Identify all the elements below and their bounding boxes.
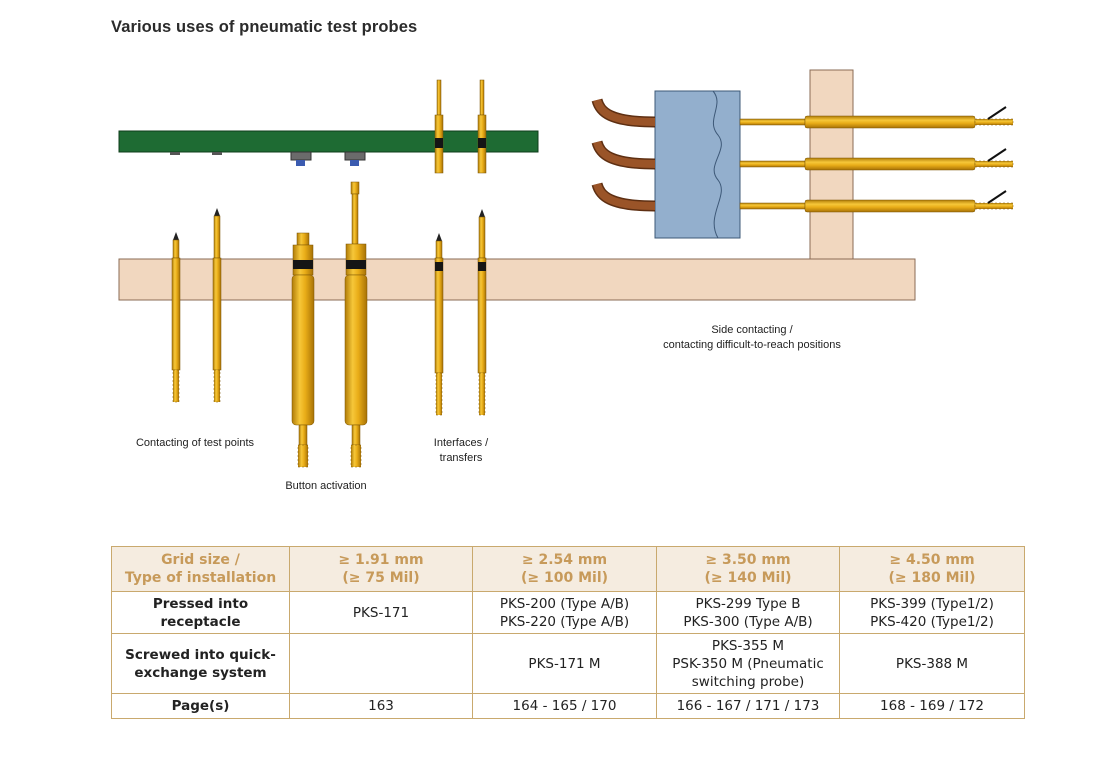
header-191: ≥ 1.91 mm (≥ 75 Mil) <box>289 546 473 592</box>
cell-pressed-350-line2: PKS-300 (Type A/B) <box>683 613 813 630</box>
header-grid-size-line1: Grid size / <box>161 552 240 568</box>
caption-side-line1: Side contacting / <box>711 324 793 336</box>
caption-side-line2: contacting difficult-to-reach positions <box>663 339 841 351</box>
header-grid-size: Grid size / Type of installation <box>111 546 290 592</box>
side-probe-row-1 <box>591 98 1014 129</box>
cell-pressed-450-line2: PKS-420 (Type1/2) <box>870 613 994 630</box>
side-probe-row-3 <box>591 182 1014 213</box>
pcb-board <box>118 130 539 153</box>
cell-pages-350: 166 - 167 / 171 / 173 <box>656 693 840 719</box>
cell-pressed-350: PKS-299 Type B PKS-300 (Type A/B) <box>656 591 840 634</box>
caption-interfaces-line2: transfers <box>439 452 483 464</box>
table-row-pages: Page(s) 163 164 - 165 / 170 166 - 167 / … <box>111 693 1025 719</box>
header-254-mm: ≥ 2.54 mm <box>521 552 608 568</box>
row-label-pages: Page(s) <box>111 693 290 719</box>
cell-pressed-450-line1: PKS-399 (Type1/2) <box>870 595 994 612</box>
table-row-screwed: Screwed into quick- exchange system PKS-… <box>111 633 1025 694</box>
cell-pressed-254-line1: PKS-200 (Type A/B) <box>499 595 630 612</box>
cell-pages-191: 163 <box>289 693 473 719</box>
table-header-row: Grid size / Type of installation ≥ 1.91 … <box>111 546 1025 592</box>
probe-interface-bottom-1 <box>434 233 444 416</box>
probe-test-point-1 <box>171 232 181 403</box>
cell-screwed-350-line2: PSK-350 M (Pneumatic <box>672 655 824 672</box>
probe-illustration <box>118 69 1014 468</box>
caption-interfaces-line1: Interfaces / <box>433 437 489 449</box>
receptacle-block <box>654 90 741 239</box>
fixture-plate <box>118 258 916 301</box>
side-probe-row-2 <box>591 140 1014 171</box>
probe-interface-top-2 <box>477 79 487 174</box>
header-450-mil: (≥ 180 Mil) <box>888 570 976 586</box>
pcb-pad <box>170 152 180 155</box>
page-title: Various uses of pneumatic test probes <box>111 18 418 36</box>
cell-pressed-254-line2: PKS-220 (Type A/B) <box>499 613 630 630</box>
cell-screwed-350: PKS-355 M PSK-350 M (Pneumatic switching… <box>656 633 840 694</box>
header-450-mm: ≥ 4.50 mm <box>889 552 975 568</box>
pcb-button <box>344 151 366 166</box>
header-350: ≥ 3.50 mm (≥ 140 Mil) <box>656 546 840 592</box>
pcb-pad <box>212 152 222 155</box>
cell-screwed-191 <box>289 633 473 694</box>
pcb-button <box>290 151 312 166</box>
row-label-screwed: Screwed into quick- exchange system <box>111 633 290 694</box>
header-350-mil: (≥ 140 Mil) <box>704 570 792 586</box>
row-label-screwed-line2: exchange system <box>134 664 267 681</box>
row-label-pressed: Pressed into receptacle <box>111 591 290 634</box>
caption-interfaces: Interfaces / transfers <box>410 436 512 466</box>
header-450: ≥ 4.50 mm (≥ 180 Mil) <box>839 546 1025 592</box>
cell-pressed-191: PKS-171 <box>289 591 473 634</box>
cell-pressed-450: PKS-399 (Type1/2) PKS-420 (Type1/2) <box>839 591 1025 634</box>
probe-interface-top-1 <box>434 79 444 174</box>
table-row-pressed: Pressed into receptacle PKS-171 PKS-200 … <box>111 591 1025 634</box>
row-label-screwed-line1: Screwed into quick- <box>125 646 276 663</box>
cell-screwed-450: PKS-388 M <box>839 633 1025 694</box>
caption-side-contacting: Side contacting / contacting difficult-t… <box>630 323 874 353</box>
caption-test-points: Contacting of test points <box>135 437 254 449</box>
header-191-mm: ≥ 1.91 mm <box>338 552 424 568</box>
header-254: ≥ 2.54 mm (≥ 100 Mil) <box>472 546 657 592</box>
header-350-mm: ≥ 3.50 mm <box>705 552 791 568</box>
probe-interface-bottom-2 <box>477 209 487 416</box>
cell-screwed-350-line1: PKS-355 M <box>711 637 785 654</box>
header-254-mil: (≥ 100 Mil) <box>520 570 609 586</box>
header-grid-size-line2: Type of installation <box>124 570 277 586</box>
probe-button-1 <box>291 232 315 468</box>
header-191-mil: (≥ 75 Mil) <box>342 570 420 586</box>
probe-button-2 <box>344 181 368 468</box>
cell-pages-450: 168 - 169 / 172 <box>839 693 1025 719</box>
cell-screwed-254: PKS-171 M <box>472 633 657 694</box>
cell-screwed-350-line3: switching probe) <box>691 673 805 690</box>
cell-pressed-254: PKS-200 (Type A/B) PKS-220 (Type A/B) <box>472 591 657 634</box>
caption-button-activation: Button activation <box>285 480 367 492</box>
probe-spec-table: Grid size / Type of installation ≥ 1.91 … <box>111 546 1025 719</box>
cell-pages-254: 164 - 165 / 170 <box>472 693 657 719</box>
cell-pressed-350-line1: PKS-299 Type B <box>695 595 801 612</box>
probe-test-point-2 <box>212 208 222 403</box>
